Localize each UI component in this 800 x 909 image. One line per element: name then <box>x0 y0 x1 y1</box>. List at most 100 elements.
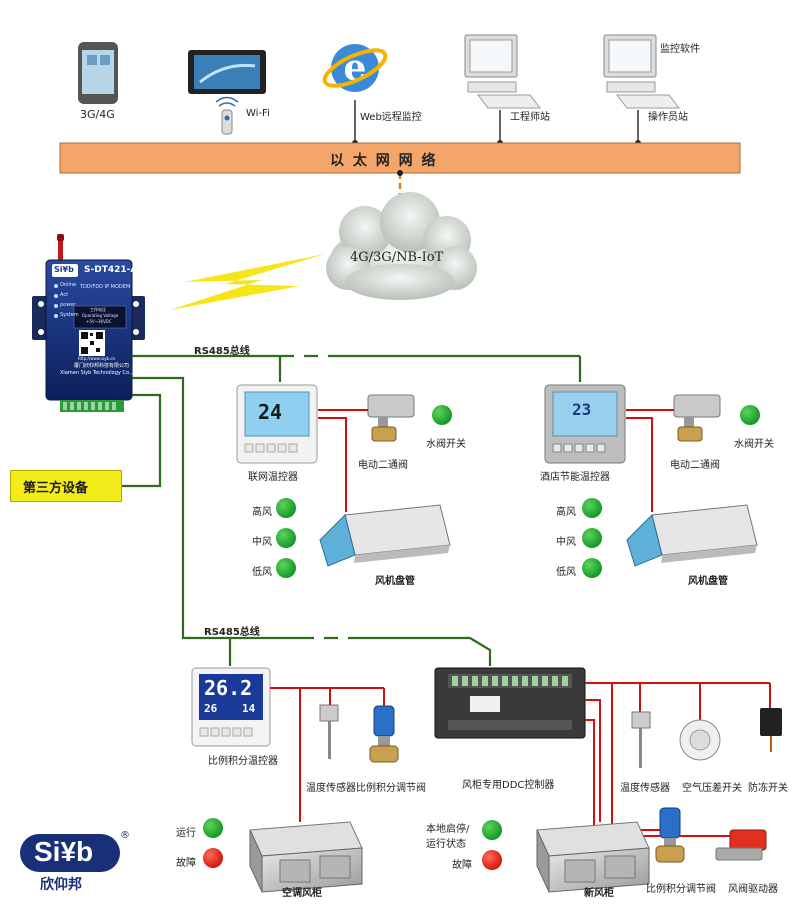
zone1-display: 24 <box>258 400 283 424</box>
zone1-speed-high: 高风 <box>252 507 272 518</box>
gateway-light-act: Act <box>60 292 69 298</box>
ahu-run-indicator <box>203 818 223 838</box>
fresh-unit-label: 新风柜 <box>584 888 614 899</box>
fresh-unit <box>536 821 650 893</box>
gateway-light-online: Online <box>60 282 77 288</box>
ahu-fault-indicator <box>203 848 223 868</box>
rs485-bus-lines <box>120 354 582 666</box>
gateway-info-3: +5V~36VDC <box>86 319 112 324</box>
monitor-software-label: 监控软件 <box>660 44 700 55</box>
gateway-company-en: Xiamen Siyb Technology Co.,Ltd <box>60 370 141 376</box>
brand-logo-text: Si¥b <box>34 836 94 867</box>
ahu-display-right: 14 <box>242 702 256 715</box>
zone1-water-switch-indicator <box>432 405 452 425</box>
engineer-workstation-icon <box>464 34 542 109</box>
gateway-light-power: power <box>60 302 76 308</box>
fresh-temp-sensor-label: 温度传感器 <box>620 783 670 794</box>
brand-name: 欣仰邦 <box>40 877 82 893</box>
gateway-info-1: 工作电压 <box>90 307 106 312</box>
zone1-high-indicator <box>276 498 296 518</box>
brand-logo-badge <box>20 834 120 872</box>
gateway-light-system: System <box>60 312 79 318</box>
ahu-status-fault-label: 故障 <box>176 858 196 869</box>
zone1-low-indicator <box>276 558 296 578</box>
zone1-speed-mid: 中风 <box>252 537 272 548</box>
zone1-thermostat-label: 联网温控器 <box>248 472 298 483</box>
ahu-valve <box>369 705 399 763</box>
web-browser-icon: e <box>322 44 388 92</box>
fresh-status-run-label: 本地启停/运行状态 <box>426 824 470 850</box>
wifi-icon <box>215 96 239 135</box>
ahu-display-main: 26.2 <box>204 676 253 700</box>
phone-label: 3G/4G <box>80 108 115 121</box>
gateway-company-cn: 厦门欣仰邦科技有限公司 <box>74 363 130 369</box>
gateway-logo: Si¥b <box>54 265 74 274</box>
ahu-status-run-label: 运行 <box>176 828 196 839</box>
fresh-run-indicator <box>482 820 502 840</box>
zone2-thermostat-label: 酒店节能温控器 <box>540 472 610 483</box>
engineer-station-label: 工程师站 <box>510 112 550 123</box>
zone2-thermostat <box>544 384 626 464</box>
gateway-subtitle: TDD/FDD IP MODEM <box>80 284 131 290</box>
zone2-high-indicator <box>582 498 602 518</box>
zone2-valve-label: 电动二通阀 <box>670 460 720 471</box>
ahu-temp-sensor <box>319 704 339 759</box>
ahu-unit-label: 空调风柜 <box>282 888 322 899</box>
wifi-label: Wi-Fi <box>246 108 270 119</box>
zone2-water-switch-indicator <box>740 405 760 425</box>
brand-registered-mark: ® <box>120 830 130 841</box>
zone1-thermostat <box>236 384 318 464</box>
zone1-speed-low: 低风 <box>252 567 272 578</box>
tablet-icon <box>188 50 266 94</box>
fresh-temp-sensor <box>631 711 651 768</box>
cloud-label: 4G/3G/NB-IoT <box>350 250 444 265</box>
damper-actuator <box>715 829 767 861</box>
ahu-temp-sensor-label: 温度传感器 <box>306 783 356 794</box>
zone2-mid-indicator <box>582 528 602 548</box>
ahu-unit <box>249 821 363 893</box>
third-party-label: 第三方设备 <box>23 481 89 496</box>
gateway-website: http://www.siyb.cn <box>78 356 116 361</box>
ethernet-drop-lines <box>354 100 639 143</box>
ahu-display-left: 26 <box>204 702 218 715</box>
zone1-mid-indicator <box>276 528 296 548</box>
rs485-bottom-label: RS485总线 <box>204 627 260 638</box>
zone2-speed-mid: 中风 <box>556 537 576 548</box>
ddc-controller <box>434 667 586 739</box>
zone1-coil-label: 风机盘管 <box>375 576 415 587</box>
zone2-speed-high: 高风 <box>556 507 576 518</box>
zone2-coil-label: 风机盘管 <box>688 576 728 587</box>
zone2-water-switch-label: 水阀开关 <box>734 439 774 450</box>
fresh-valve <box>655 807 685 863</box>
antifreeze-switch-label: 防冻开关 <box>748 783 788 794</box>
operator-station-label: 操作员站 <box>648 112 688 123</box>
fresh-status-fault-label: 故障 <box>452 860 472 871</box>
fresh-valve-label: 比例积分调节阀 <box>646 884 716 895</box>
ddc-controller-label: 风柜专用DDC控制器 <box>462 780 555 791</box>
damper-actuator-label: 风阀驱动器 <box>728 884 778 895</box>
brand-logo: Si¥b 欣仰邦 ® <box>20 830 130 900</box>
zone2-low-indicator <box>582 558 602 578</box>
smartphone-icon <box>78 42 118 104</box>
pressure-switch <box>679 719 721 761</box>
cloud-shape <box>326 192 477 300</box>
ahu-valve-label: 比例积分调节阀 <box>356 783 426 794</box>
ethernet-label: 以 太 网 网 络 <box>330 153 438 169</box>
pressure-switch-label: 空气压差开关 <box>682 783 742 794</box>
gateway-device <box>32 234 145 412</box>
zone2-speed-low: 低风 <box>556 567 576 578</box>
zone1-valve-label: 电动二通阀 <box>358 460 408 471</box>
rs485-top-label: RS485总线 <box>194 346 250 357</box>
zone1-water-switch-label: 水阀开关 <box>426 439 466 450</box>
fresh-fault-indicator <box>482 850 502 870</box>
zone1-coil <box>319 504 451 567</box>
wireless-lightning-icon <box>170 254 325 310</box>
gateway-model: S-DT421-A <box>84 265 138 275</box>
gateway-info-2: Operating Voltage <box>82 313 119 318</box>
third-party-box: 第三方设备 <box>10 470 122 502</box>
zone1-valve <box>367 394 415 442</box>
zone2-coil <box>626 504 758 567</box>
antifreeze-switch <box>760 708 782 752</box>
web-monitor-label: Web远程监控 <box>360 112 422 123</box>
